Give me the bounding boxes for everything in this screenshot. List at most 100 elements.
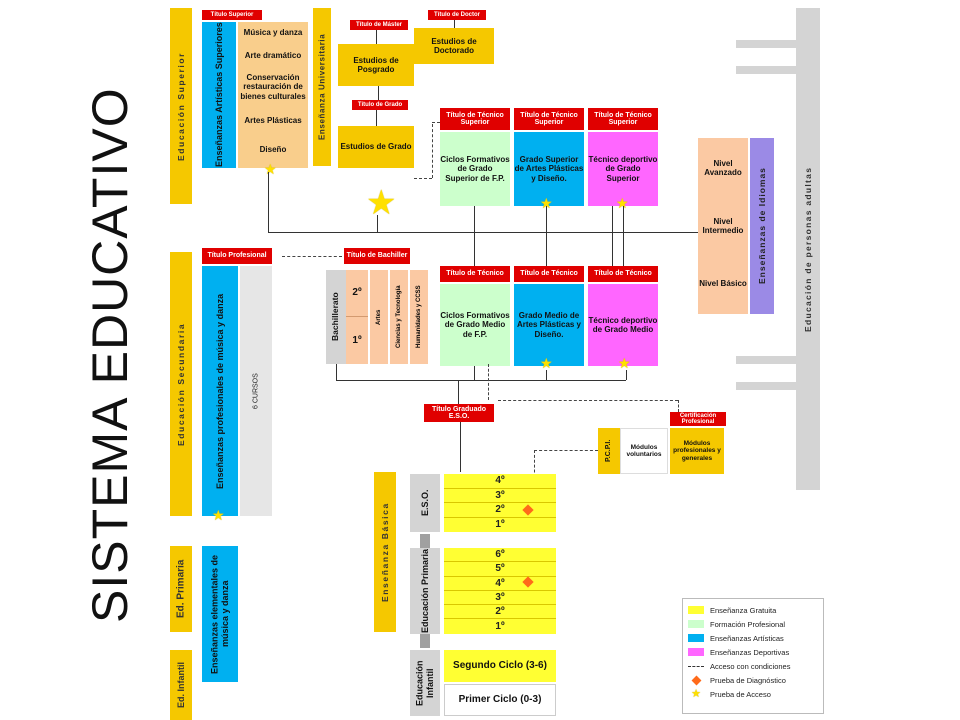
legend-swatch (688, 634, 704, 642)
legend-item: Enseñanzas Deportivas (688, 645, 818, 659)
star-icon: ★ (616, 195, 629, 211)
stage-label-educacion-superior: Educación Superior (170, 8, 192, 204)
primaria-grade: 2º (444, 605, 556, 620)
main-title: SISTEMA EDUCATIVO (82, 87, 138, 623)
star-icon: ★ (264, 161, 277, 177)
artes-grado-superior-box: Grado Superior de Artes Plásticas y Dise… (514, 132, 584, 206)
ensenanzas-artisticas-superiores-label: Enseñanzas Artísticas Superiores (202, 22, 236, 168)
artisticas-superiores-list: Música y danza Arte dramático Conservaci… (238, 22, 308, 168)
ciclos-grado-superior-box: Ciclos Formativos de Grado Superior de F… (440, 132, 510, 206)
stage-label-ensenanza-universitaria: Enseñanza Universitaria (313, 8, 331, 166)
star-icon: ★ (618, 355, 631, 371)
legend-item: Enseñanzas Artísticas (688, 631, 818, 645)
badge-tecnico-artes: Título de Técnico (514, 266, 584, 282)
idioma-level: Nivel Intermedio (702, 216, 744, 235)
estudios-doctorado-box: Estudios de Doctorado (414, 28, 494, 64)
badge-titulo-master: Título de Máster (350, 20, 408, 30)
modalidad-humanidades: Humanidades y CCSS (410, 270, 428, 364)
idioma-level: Nivel Avanzado (704, 158, 742, 177)
seis-cursos-label: 6 CURSOS (240, 266, 272, 516)
legend-item: Formación Profesional (688, 617, 818, 631)
legend-swatch (688, 620, 704, 628)
eso-grade: 4º (444, 474, 556, 489)
primaria-grade: 6º (444, 548, 556, 563)
primaria-grade: 4º (444, 577, 556, 591)
arte-item: Arte dramático (244, 51, 302, 61)
ensenanzas-profesionales-label: Enseñanzas profesionales de música y dan… (202, 266, 238, 516)
badge-certificacion-profesional: Certificación Profesional (670, 412, 726, 426)
stage-label-ensenanza-basica: Enseñanza Básica (374, 472, 396, 632)
legend-swatch (688, 648, 704, 656)
badge-titulo-graduado-eso: Título Graduado E.S.O. (424, 404, 494, 422)
badge-titulo-profesional: Título Profesional (202, 248, 272, 264)
modulos-voluntarios: Módulos voluntarios (620, 428, 668, 474)
modulos-profesionales: Módulos profesionales y generales (670, 428, 724, 474)
star-icon: ★ (366, 184, 397, 222)
bachillerato-course: 2º (346, 270, 368, 317)
primaria-label: Educación Primaria (410, 548, 440, 634)
badge-tecnico-superior-deportivo: Título de Técnico Superior (588, 108, 658, 130)
badge-titulo-superior: Título Superior (202, 10, 262, 20)
arte-item: Conservación restauración de bienes cult… (240, 73, 306, 101)
stage-label-ed-infantil: Ed. Infantil (170, 650, 192, 720)
ensenanzas-elementales-label: Enseñanzas elementales de música y danza (202, 546, 238, 682)
stage-label-educacion-adultos: Educación de personas adultas (796, 8, 820, 490)
legend-item: Prueba de Diagnóstico (688, 673, 818, 687)
star-icon: ★ (691, 687, 701, 700)
bachillerato-courses: 2º 1º (346, 270, 368, 364)
legend-item: Acceso con condiciones (688, 659, 818, 673)
legend: Enseñanza Gratuita Formación Profesional… (682, 598, 824, 714)
adult-arrow-icon (736, 40, 796, 48)
badge-tecnico-superior-artes: Título de Técnico Superior (514, 108, 584, 130)
stage-label-educacion-secundaria: Educación Secundaria (170, 252, 192, 516)
bachillerato-course: 1º (352, 334, 362, 346)
eso-grade: 3º (444, 489, 556, 503)
segundo-ciclo-box: Segundo Ciclo (3-6) (444, 650, 556, 682)
artes-grado-medio-box: Grado Medio de Artes Plásticas y Diseño. (514, 284, 584, 366)
star-icon: ★ (212, 507, 225, 523)
stage-label-ed-primaria: Ed. Primaria (170, 546, 192, 632)
arte-item: Música y danza (243, 28, 303, 38)
badge-tecnico-fp: Título de Técnico (440, 266, 510, 282)
modalidad-ciencias: Ciencias y Tecnología (390, 270, 408, 364)
main-connector-line (268, 232, 698, 233)
deportivo-grado-superior-box: Técnico deportivo de Grado Superior (588, 132, 658, 206)
star-icon: ★ (540, 355, 553, 371)
star-icon: ★ (540, 195, 553, 211)
badge-titulo-grado: Título de Grado (352, 100, 408, 110)
diamond-icon (691, 675, 701, 685)
eso-grade: 1º (495, 519, 505, 531)
estudios-grado-box: Estudios de Grado (338, 126, 414, 168)
adult-arrow-icon (736, 66, 796, 74)
eso-grade: 2º (444, 503, 556, 518)
badge-titulo-bachiller: Título de Bachiller (344, 248, 410, 264)
badge-titulo-doctor: Título de Doctor (428, 10, 486, 20)
bachillerato-label: Bachillerato (326, 270, 346, 364)
adult-arrow-icon (736, 356, 796, 364)
primaria-grades: 6º 5º 4º 3º 2º 1º (444, 548, 556, 634)
primaria-grade: 3º (444, 591, 556, 606)
idiomas-levels-box: Nivel Avanzado Nivel Intermedio Nivel Bá… (698, 138, 748, 314)
eso-label: E.S.O. (410, 474, 440, 532)
modalidad-artes: Artes (370, 270, 388, 364)
primaria-grade: 5º (444, 562, 556, 577)
pcpi-label: P.C.P.I. (598, 428, 620, 474)
idioma-level: Nivel Básico (699, 279, 747, 289)
dashed-arrow-icon (688, 665, 704, 667)
legend-item: ★Prueba de Acceso (688, 687, 818, 701)
arte-item: Diseño (259, 145, 287, 155)
infantil-label: Educación Infantil (410, 650, 440, 716)
adult-arrow-icon (736, 382, 796, 390)
arte-item: Artes Plásticas (244, 116, 302, 126)
eso-grades: 4º 3º 2º 1º (444, 474, 556, 532)
legend-item: Enseñanza Gratuita (688, 603, 818, 617)
primaria-grade: 1º (495, 621, 505, 633)
badge-tecnico-superior-fp: Título de Técnico Superior (440, 108, 510, 130)
primer-ciclo-box: Primer Ciclo (0-3) (444, 684, 556, 716)
ciclos-grado-medio-box: Ciclos Formativos de Grado Medio de F.P. (440, 284, 510, 366)
estudios-posgrado-box: Estudios de Posgrado (338, 44, 414, 86)
stage-label-ensenanzas-idiomas: Enseñanzas de Idiomas (750, 138, 774, 314)
badge-tecnico-deportivo: Título de Técnico (588, 266, 658, 282)
deportivo-grado-medio-box: Técnico deportivo de Grado Medio (588, 284, 658, 366)
legend-swatch (688, 606, 704, 614)
